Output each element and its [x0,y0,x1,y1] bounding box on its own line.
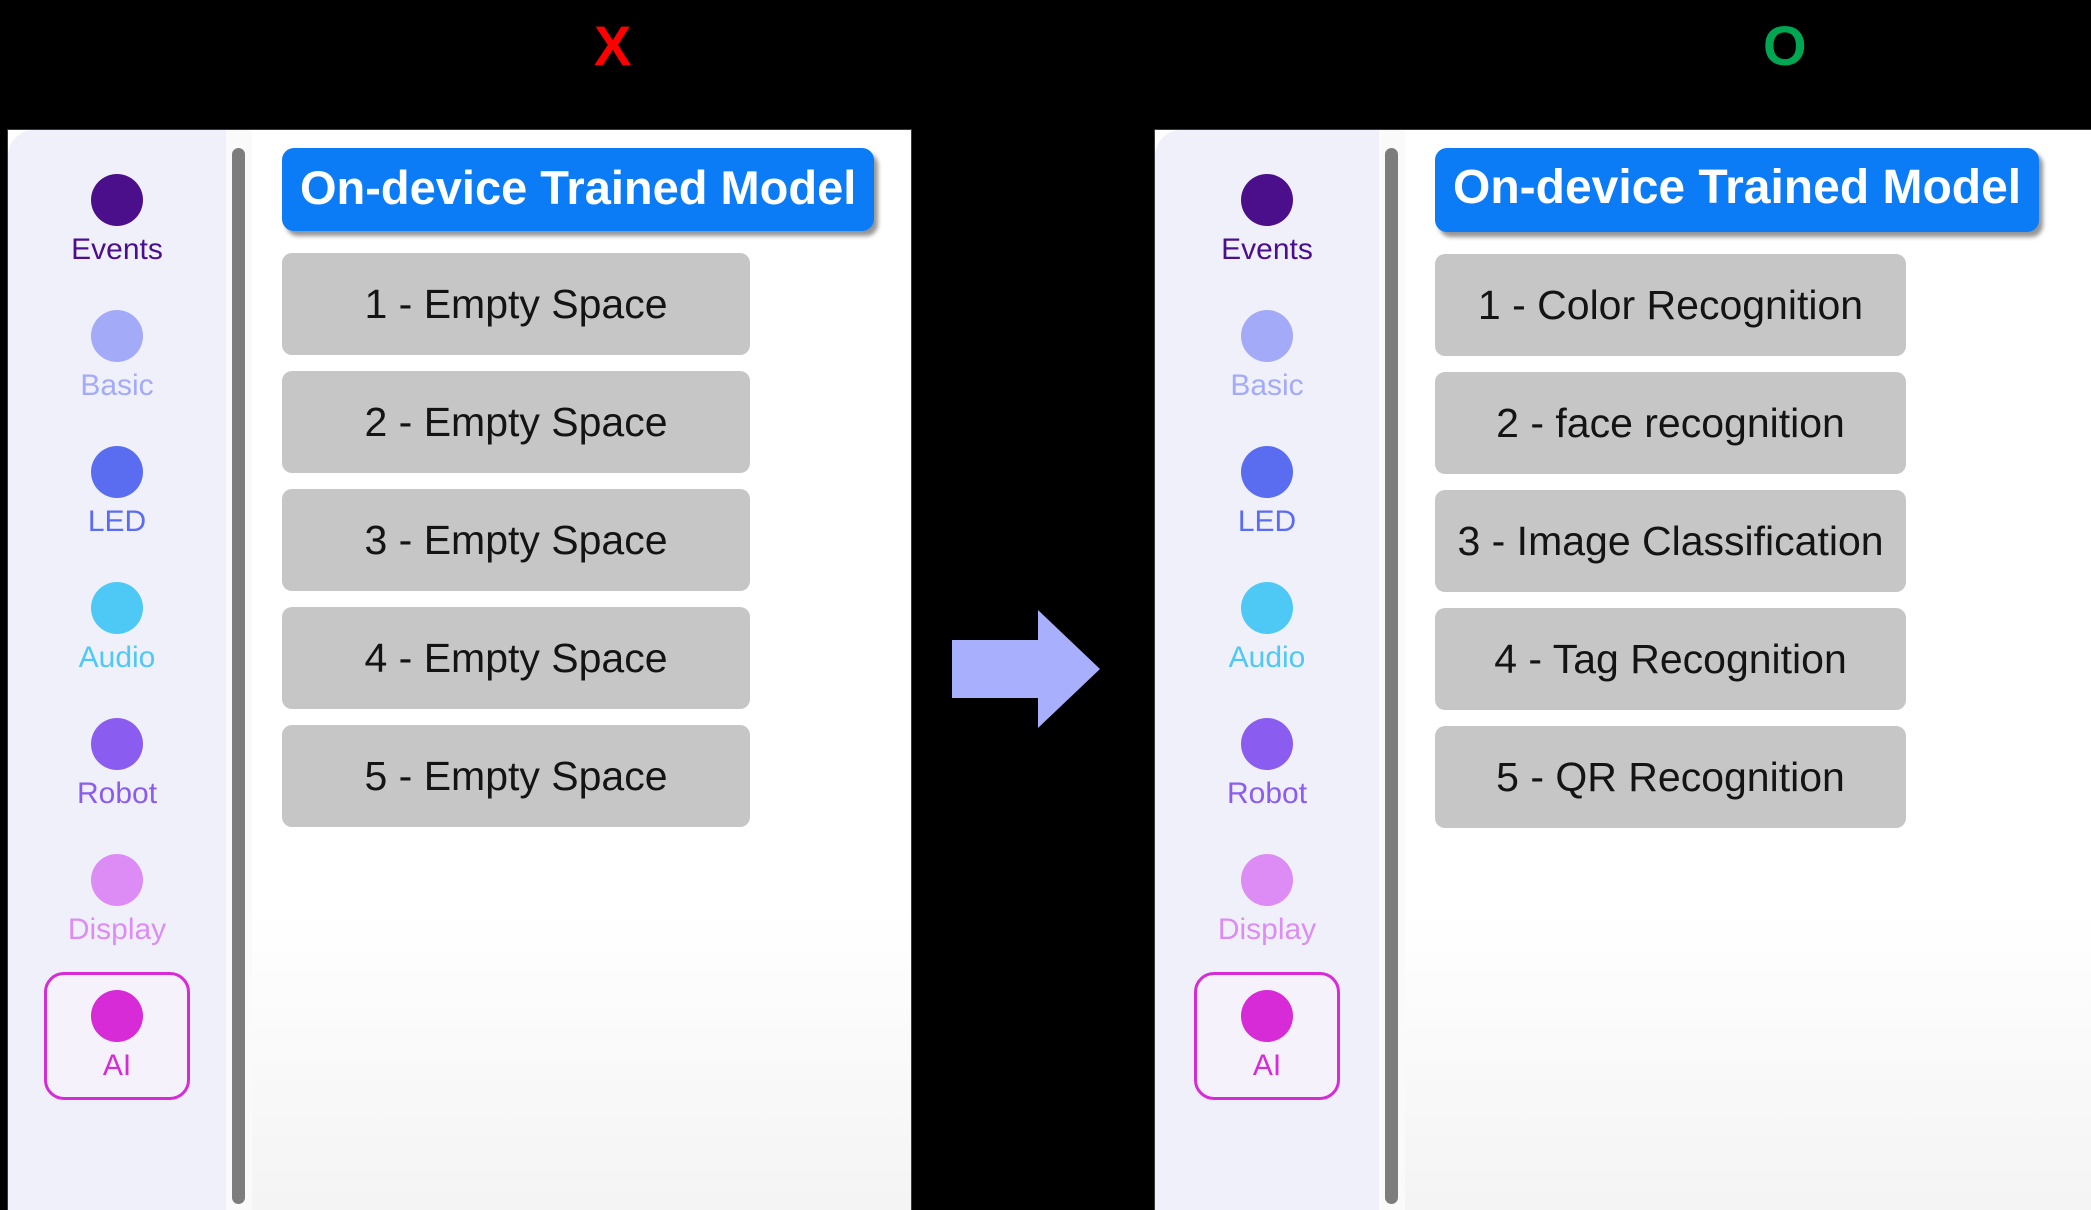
sidebar-item-label: AI [102,1049,132,1083]
events-dot-icon [1241,174,1293,227]
sidebar-item-label: Basic [1230,369,1304,403]
model-slot-list: 1 - Color Recognition 2 - face recognitio… [1435,254,2091,828]
ai-dot-icon [1241,990,1293,1043]
sidebar-item-label: LED [87,505,147,539]
model-slot-label: 5 - QR Recognition [1496,753,1845,800]
model-slot-item[interactable]: 2 - face recognition [1435,372,1906,474]
sidebar-item-label: Audio [78,641,156,675]
content-area-before: On-device Trained Model 1 - Empty Space 2… [252,130,911,1210]
model-slot-label: 4 - Tag Recognition [1494,635,1847,682]
ai-dot-icon [91,990,143,1043]
sidebar-item-label: AI [1252,1049,1282,1083]
model-slot-item[interactable]: 5 - QR Recognition [1435,726,1906,828]
sidebar-item-ai[interactable]: AI [1194,972,1340,1100]
scrollbar-track[interactable] [1379,130,1405,1210]
sidebar-item-events[interactable]: Events [1194,156,1340,284]
page-title: On-device Trained Model [282,148,875,231]
model-slot-label: 1 - Color Recognition [1477,281,1864,328]
model-slot-item[interactable]: 1 - Color Recognition [1435,254,1906,356]
sidebar-item-label: Events [1221,233,1313,267]
model-slot-item[interactable]: 5 - Empty Space [282,725,750,827]
model-slot-label: 2 - face recognition [1496,399,1845,446]
sidebar-item-robot[interactable]: Robot [44,700,190,828]
page-title: On-device Trained Model [1435,148,2040,232]
content-area-after: On-device Trained Model 1 - Color Recogn… [1405,130,2091,1210]
sidebar-item-label: Display [67,913,167,947]
sidebar-item-label: Basic [80,369,154,403]
sidebar-item-audio[interactable]: Audio [44,564,190,692]
model-slot-list: 1 - Empty Space 2 - Empty Space 3 - Empty … [282,253,911,827]
model-slot-label: 3 - Empty Space [364,516,668,563]
model-slot-item[interactable]: 3 - Image Classification [1435,490,1906,592]
display-dot-icon [91,854,143,907]
sidebar-item-label: Events [71,233,163,267]
marker-o-label: O [1763,14,1807,77]
sidebar-item-label: Robot [76,777,158,811]
audio-dot-icon [1241,582,1293,635]
sidebar-item-label: Audio [1228,641,1306,675]
sidebar-item-basic[interactable]: Basic [1194,292,1340,420]
sidebar-item-audio[interactable]: Audio [1194,564,1340,692]
model-slot-item[interactable]: 2 - Empty Space [282,371,750,473]
model-slot-label: 2 - Empty Space [364,398,668,445]
model-slot-item[interactable]: 4 - Empty Space [282,607,750,709]
sidebar-item-label: Display [1217,913,1317,947]
model-slot-item[interactable]: 1 - Empty Space [282,253,750,355]
scrollbar-thumb[interactable] [232,148,245,1204]
sidebar-item-label: LED [1237,505,1297,539]
model-slot-label: 1 - Empty Space [364,280,668,327]
sidebar-item-display[interactable]: Display [1194,836,1340,964]
led-dot-icon [1241,446,1293,499]
basic-dot-icon [1241,310,1293,363]
sidebar-item-display[interactable]: Display [44,836,190,964]
audio-dot-icon [91,582,143,635]
robot-dot-icon [1241,718,1293,771]
sidebar-item-ai[interactable]: AI [44,972,190,1100]
model-slot-label: 5 - Empty Space [364,752,668,799]
sidebar-item-label: Robot [1226,777,1308,811]
sidebar-item-basic[interactable]: Basic [44,292,190,420]
events-dot-icon [91,174,143,227]
model-slot-item[interactable]: 3 - Empty Space [282,489,750,591]
robot-dot-icon [91,718,143,771]
scrollbar-track[interactable] [226,130,252,1210]
sidebar-item-robot[interactable]: Robot [1194,700,1340,828]
model-slot-label: 3 - Image Classification [1457,517,1884,564]
model-slot-label: 4 - Empty Space [364,634,668,681]
sidebar-item-led[interactable]: LED [44,428,190,556]
marker-x-label: X [594,14,632,77]
sidebar-item-events[interactable]: Events [44,156,190,284]
display-dot-icon [1241,854,1293,907]
led-dot-icon [91,446,143,499]
sidebar-item-led[interactable]: LED [1194,428,1340,556]
scrollbar-thumb[interactable] [1385,148,1398,1204]
model-slot-item[interactable]: 4 - Tag Recognition [1435,608,1906,710]
basic-dot-icon [91,310,143,363]
right-arrow-icon [952,610,1100,728]
